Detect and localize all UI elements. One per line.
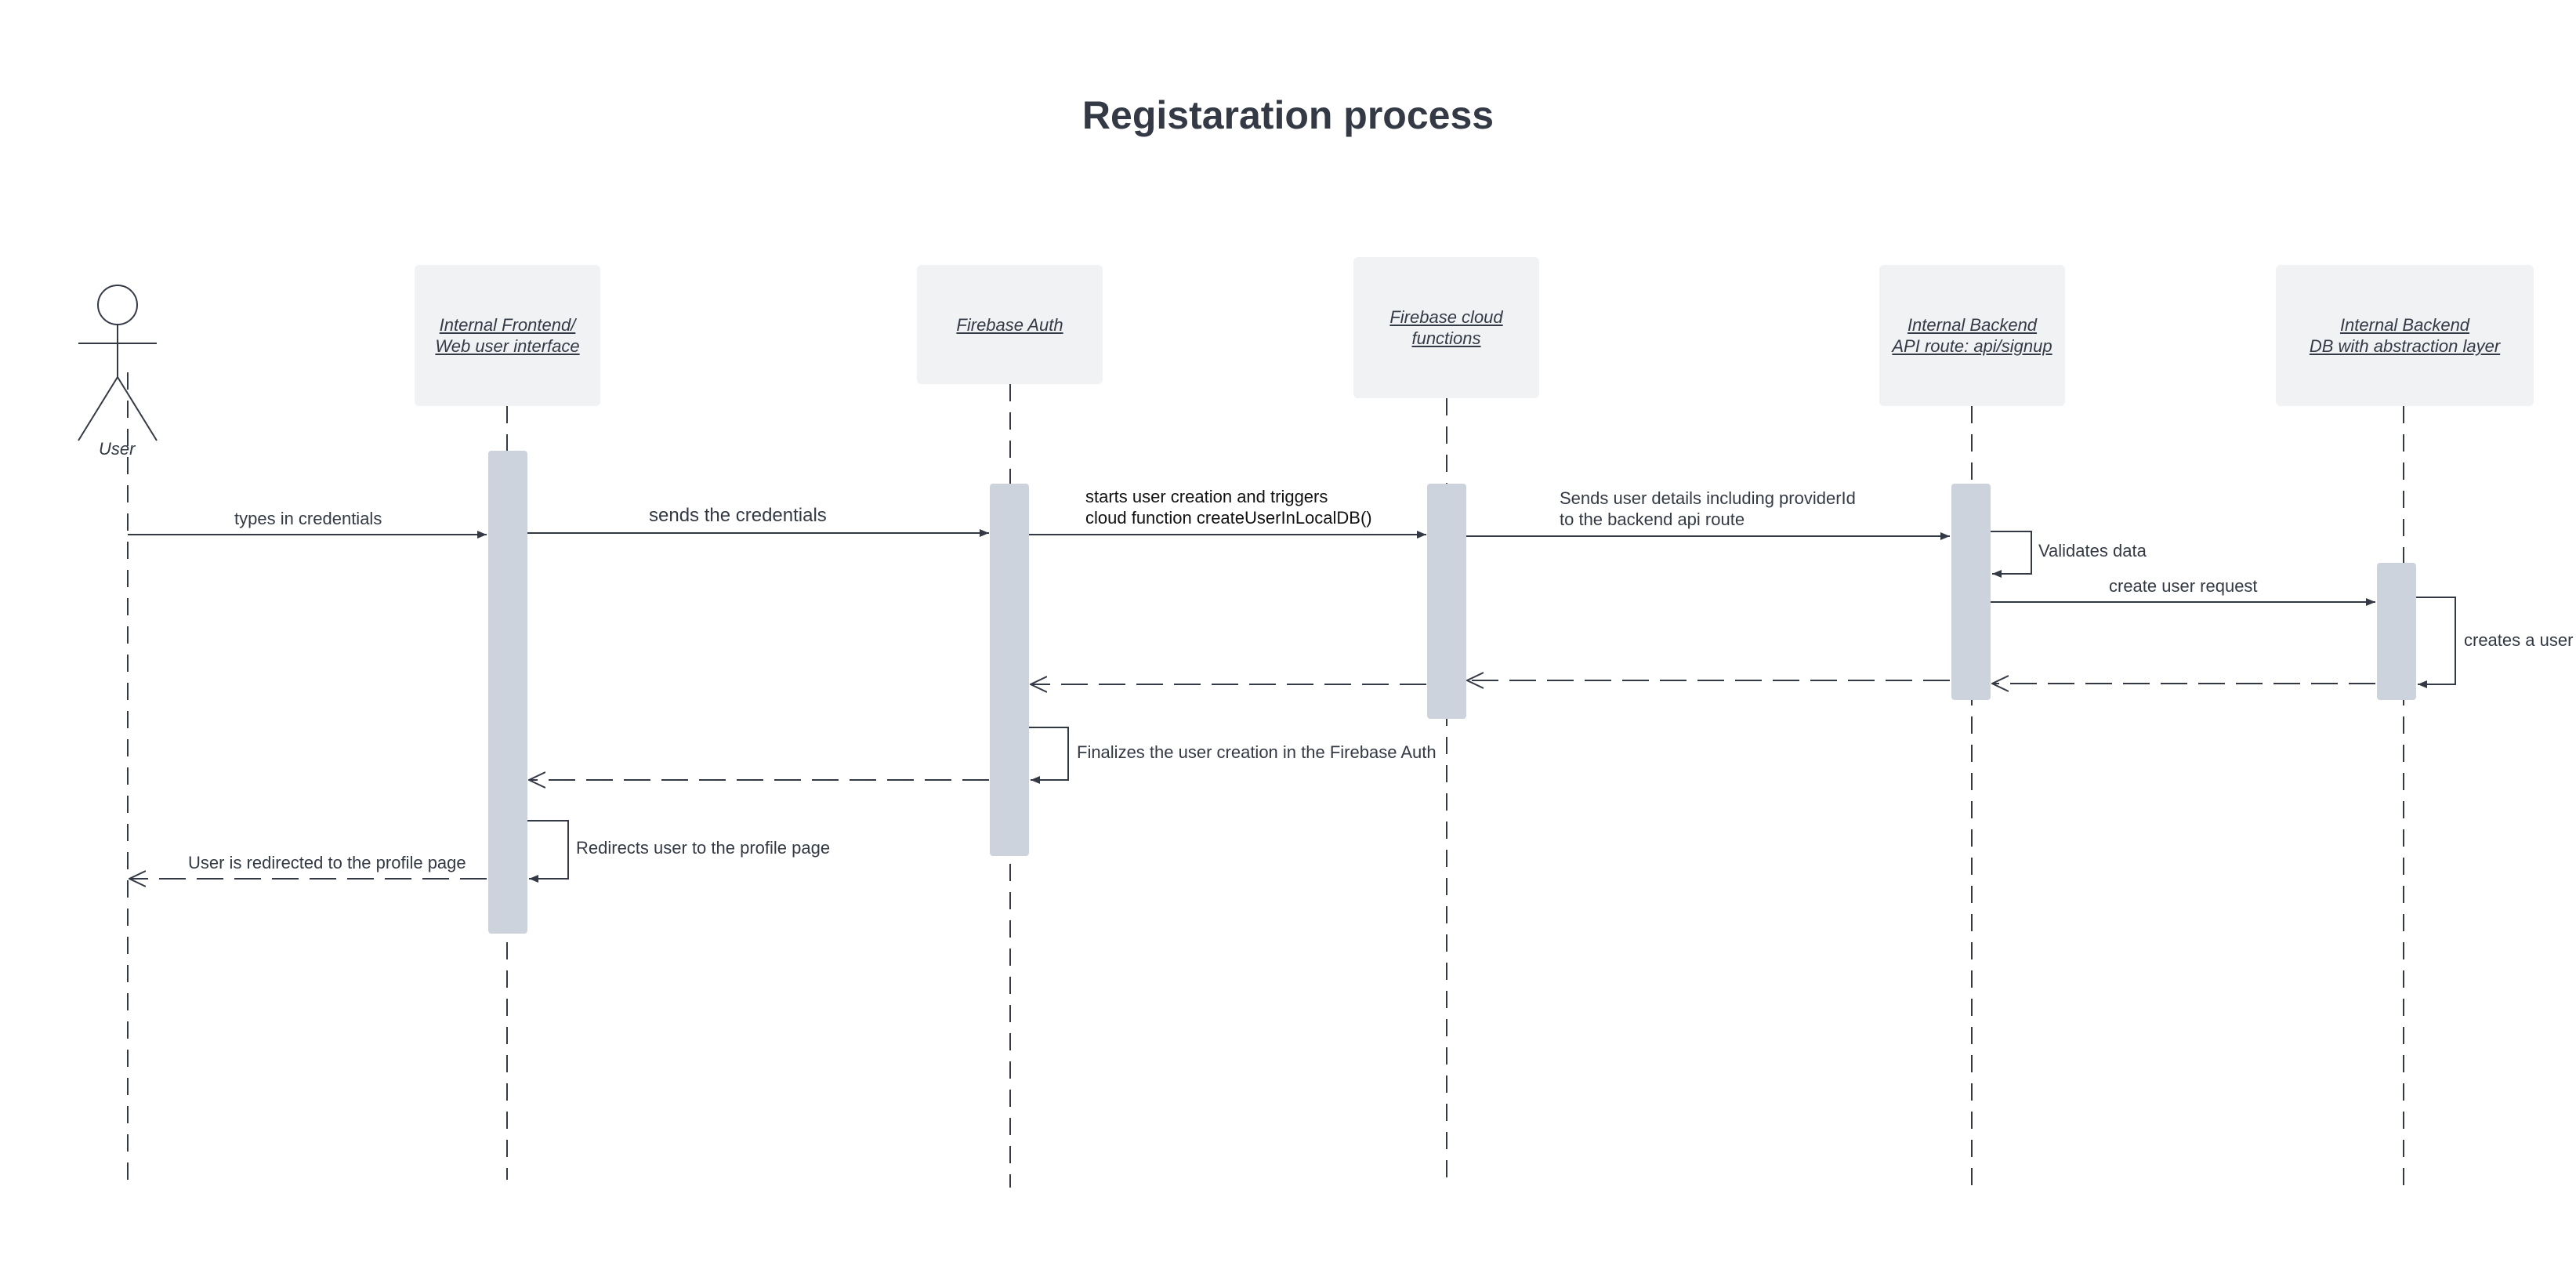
message-label-starts-user-creation: starts user creation and triggers cloud … xyxy=(1085,487,1372,528)
participant-firebase-auth-label: Firebase Auth xyxy=(956,314,1063,335)
message-label-sends-the-credentials: sends the credentials xyxy=(649,505,827,526)
participant-backend-api-route: Internal Backend API route: api/signup xyxy=(1879,265,2065,406)
participant-firebase-auth: Firebase Auth xyxy=(917,265,1103,384)
activation-bar-db xyxy=(2377,563,2416,700)
actor-label: User xyxy=(99,439,136,459)
diagram-title: Registaration process xyxy=(1081,93,1495,137)
participant-backend-db-label: Internal Backend DB with abstraction lay… xyxy=(2309,315,2501,356)
participant-backend-db: Internal Backend DB with abstraction lay… xyxy=(2276,265,2534,406)
self-arrow-finalizes-user-creation xyxy=(1029,727,1069,784)
self-arrow-redirects-user xyxy=(527,820,569,883)
message-label-create-user-request: create user request xyxy=(2109,576,2258,596)
actor-stick-figure-icon xyxy=(78,285,158,441)
activation-bar-api xyxy=(1951,484,1991,700)
message-label-sends-user-details: Sends user details including providerId … xyxy=(1560,488,1856,529)
self-arrow-validates-data xyxy=(1991,531,2032,578)
message-label-types-in-credentials: types in credentials xyxy=(234,509,382,528)
activation-bar-auth xyxy=(990,484,1029,856)
participant-frontend-label: Internal Frontend/ Web user interface xyxy=(435,315,580,356)
message-label-redirects-user: Redirects user to the profile page xyxy=(576,838,831,858)
message-label-validates-data: Validates data xyxy=(2038,541,2147,560)
activation-bar-cloud xyxy=(1427,484,1466,719)
participant-firebase-cloud-functions-label: Firebase cloud functions xyxy=(1389,307,1503,348)
activation-bar-frontend xyxy=(488,451,527,934)
participant-frontend: Internal Frontend/ Web user interface xyxy=(415,265,600,406)
message-label-user-redirected: User is redirected to the profile page xyxy=(188,853,466,872)
participant-backend-api-route-label: Internal Backend API route: api/signup xyxy=(1892,315,2052,356)
message-label-finalizes-user-creation: Finalizes the user creation in the Fireb… xyxy=(1077,742,1437,762)
participant-firebase-cloud-functions: Firebase cloud functions xyxy=(1353,257,1539,398)
message-label-creates-a-user: creates a user xyxy=(2464,630,2574,650)
self-arrow-creates-a-user xyxy=(2416,597,2456,688)
